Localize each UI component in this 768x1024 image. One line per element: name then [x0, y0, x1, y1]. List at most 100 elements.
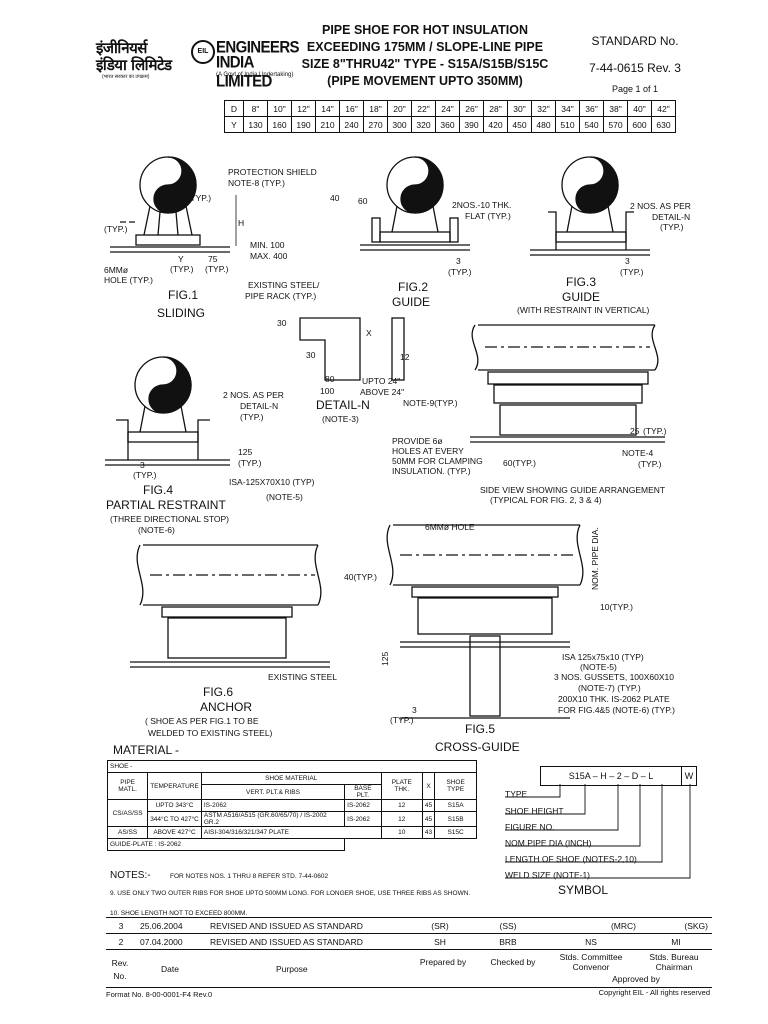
table-row: CS/AS/SS UPTO 343°C IS-2062 IS-2062 12 4… [106, 799, 477, 827]
fig5-name: CROSS-GUIDE [435, 740, 520, 754]
col-base: BASE PLT. [344, 784, 382, 800]
provide-label-3: 50MM FOR CLAMPING [392, 456, 483, 466]
existing-steel-label: EXISTING STEEL [268, 672, 337, 682]
typ-label: (TYP.) [133, 470, 157, 480]
fig4-name: PARTIAL RESTRAINT [106, 498, 226, 512]
rev-checked: BRB [474, 933, 542, 950]
typ-label: (TYP.) [448, 267, 472, 277]
detail-n-drawing [299, 317, 405, 381]
col-date: Date [161, 964, 179, 974]
symbol-code-w: W [681, 766, 697, 786]
symbol-heading: SYMBOL [558, 883, 609, 897]
cell-vert: ASTM A516/A515 (GR.60/65/70) / IS-2002 G… [200, 811, 346, 827]
symbol-code: S15A – H – 2 – D – L [540, 766, 682, 786]
material-table: SHOE - PIPE MATL. TEMPERATURE SHOE MATER… [106, 760, 477, 851]
side-view-sub: (TYPICAL FOR FIG. 2, 3 & 4) [490, 495, 602, 505]
title-line: PIPE SHOE FOR HOT INSULATION [321, 23, 529, 37]
eil-logo: इंजीनियर्स इंडिया लिमिटेड (भारत सरकार का… [96, 38, 306, 91]
nom-pipe-dia-label: NOM. PIPE DIA. [590, 527, 600, 590]
two-nos-label-2: DETAIL-N [652, 212, 691, 222]
col-temperature: TEMPERATURE [147, 772, 202, 800]
dim100-label: 100 [320, 386, 335, 396]
logo-hindi-line1: इंजीनियर्स [96, 39, 147, 57]
cell-type: S15C [434, 826, 477, 839]
material-shoe: SHOE - [107, 760, 477, 773]
col-x: X [421, 772, 436, 800]
hole-label-2: HOLE (TYP.) [104, 275, 153, 285]
cell-temp: UPTO 343°C [147, 799, 202, 812]
title-line: (PIPE MOVEMENT UPTO 350MM) [327, 74, 523, 88]
logo-english-line1: ENGINEERS [216, 38, 300, 57]
fig3-label: FIG.3 [566, 275, 597, 289]
table-row: 3 25.06.2004 REVISED AND ISSUED AS STAND… [106, 918, 712, 934]
logo-english-line2: INDIA LIMITED [216, 53, 272, 91]
hole6mm-label: 6MMø HOLE [425, 522, 475, 532]
isa125b-label: ISA 125x75x10 (TYP) [562, 652, 644, 662]
col-shoe-type: SHOE TYPE [434, 772, 477, 800]
table-row: 344°C TO 427°C ASTM A516/A515 (GR.60/65/… [108, 811, 477, 827]
symbol-item: LENGTH OF SHOE (NOTES-2,10) [505, 854, 637, 864]
rev-chairman: (SKG) [640, 918, 712, 934]
typ-label: (TYP.) [240, 412, 264, 422]
rev-purpose: REVISED AND ISSUED AS STANDARD [206, 918, 406, 934]
col-plate-thk: PLATE THK. [380, 772, 423, 800]
provide-label-1: PROVIDE 6ø [392, 436, 443, 446]
flat-label-1: 2NOS.-10 THK. [452, 200, 512, 210]
typ-label: (TYP.) [170, 264, 194, 274]
dimx-label: X [366, 328, 372, 338]
detail-n-label: DETAIL-N [316, 398, 370, 412]
fig2-drawing [360, 156, 470, 251]
cell-pipe: CS/AS/SS [106, 799, 149, 827]
col-rev: Rev. No. [111, 958, 129, 981]
dim60typ-label: 60(TYP.) [503, 458, 536, 468]
fig4-drawing [105, 356, 230, 466]
fig4-label: FIG.4 [143, 483, 174, 497]
table-row: 2 07.04.2000 REVISED AND ISSUED AS STAND… [106, 933, 712, 950]
dim3-label: 3 [140, 460, 145, 470]
cell-x: 43 [421, 826, 436, 839]
cell-pipe: AS/SS [106, 826, 149, 839]
dy-cell-y: 570 [603, 116, 628, 133]
gussets-label: 3 NOS. GUSSETS, 100X60X10 [554, 672, 675, 682]
symbol-item: TYPE [505, 789, 528, 799]
fig6-name: ANCHOR [200, 700, 253, 714]
angle-label: 120°(TYP.) [170, 193, 212, 203]
fig2-name: GUIDE [392, 295, 431, 309]
upto24-label: UPTO 24" [362, 376, 401, 386]
symbol-leaders [505, 784, 691, 879]
page-number: Page 1 of 1 [611, 84, 659, 94]
dimh-label: H [238, 218, 245, 228]
dim3-label: 3 [456, 256, 461, 266]
dim40-label: 40 [330, 193, 340, 203]
col-checked: Checked by [490, 957, 536, 967]
cell-thk: 12 [380, 799, 423, 812]
dy-cell-y: 630 [651, 116, 676, 133]
revision-header: Rev. No. Date Purpose Prepared by Checke… [106, 952, 712, 988]
side-view-drawing [470, 324, 665, 443]
cell-x: 45 [421, 811, 436, 827]
fig3-name: GUIDE [562, 290, 601, 304]
provide-label-4: INSULATION. (TYP.) [392, 466, 471, 476]
title-line: EXCEEDING 175MM / SLOPE-LINE PIPE [306, 40, 544, 54]
rev-purpose: REVISED AND ISSUED AS STANDARD [206, 933, 406, 950]
note-10: 10. SHOE LENGTH NOT TO EXCEED 800MM. [110, 910, 248, 917]
symbol-item: NOM.PIPE DIA (INCH) [505, 838, 592, 848]
col-purpose: Purpose [276, 964, 308, 974]
typ-label: (TYP.) [104, 224, 128, 234]
rev-chairman: MI [640, 933, 712, 950]
plate-label-1: 200X10 THK. IS-2062 PLATE [558, 694, 670, 704]
symbol-item: FIGURE NO. [505, 822, 555, 832]
rev-prepared: (SR) [406, 918, 474, 934]
dim75-label: 75 [208, 254, 218, 264]
dim80-label: 80 [325, 374, 335, 384]
col-convenor: Stds. Committee Convenor [559, 952, 623, 972]
typ-label: (TYP.) [238, 458, 262, 468]
fig1-label: FIG.1 [168, 288, 199, 302]
protection-shield-label: PROTECTION SHIELD [228, 167, 317, 177]
cell-base: IS-2062 [344, 799, 382, 812]
copyright: Copyright EIL - All rights reserved [598, 988, 710, 997]
table-row: AS/SS ABOVE 427°C AISI-304/316/321/347 P… [106, 826, 477, 839]
cell-x: 45 [421, 799, 436, 812]
standard-number: 7-44-0615 Rev. 3 [589, 61, 681, 75]
